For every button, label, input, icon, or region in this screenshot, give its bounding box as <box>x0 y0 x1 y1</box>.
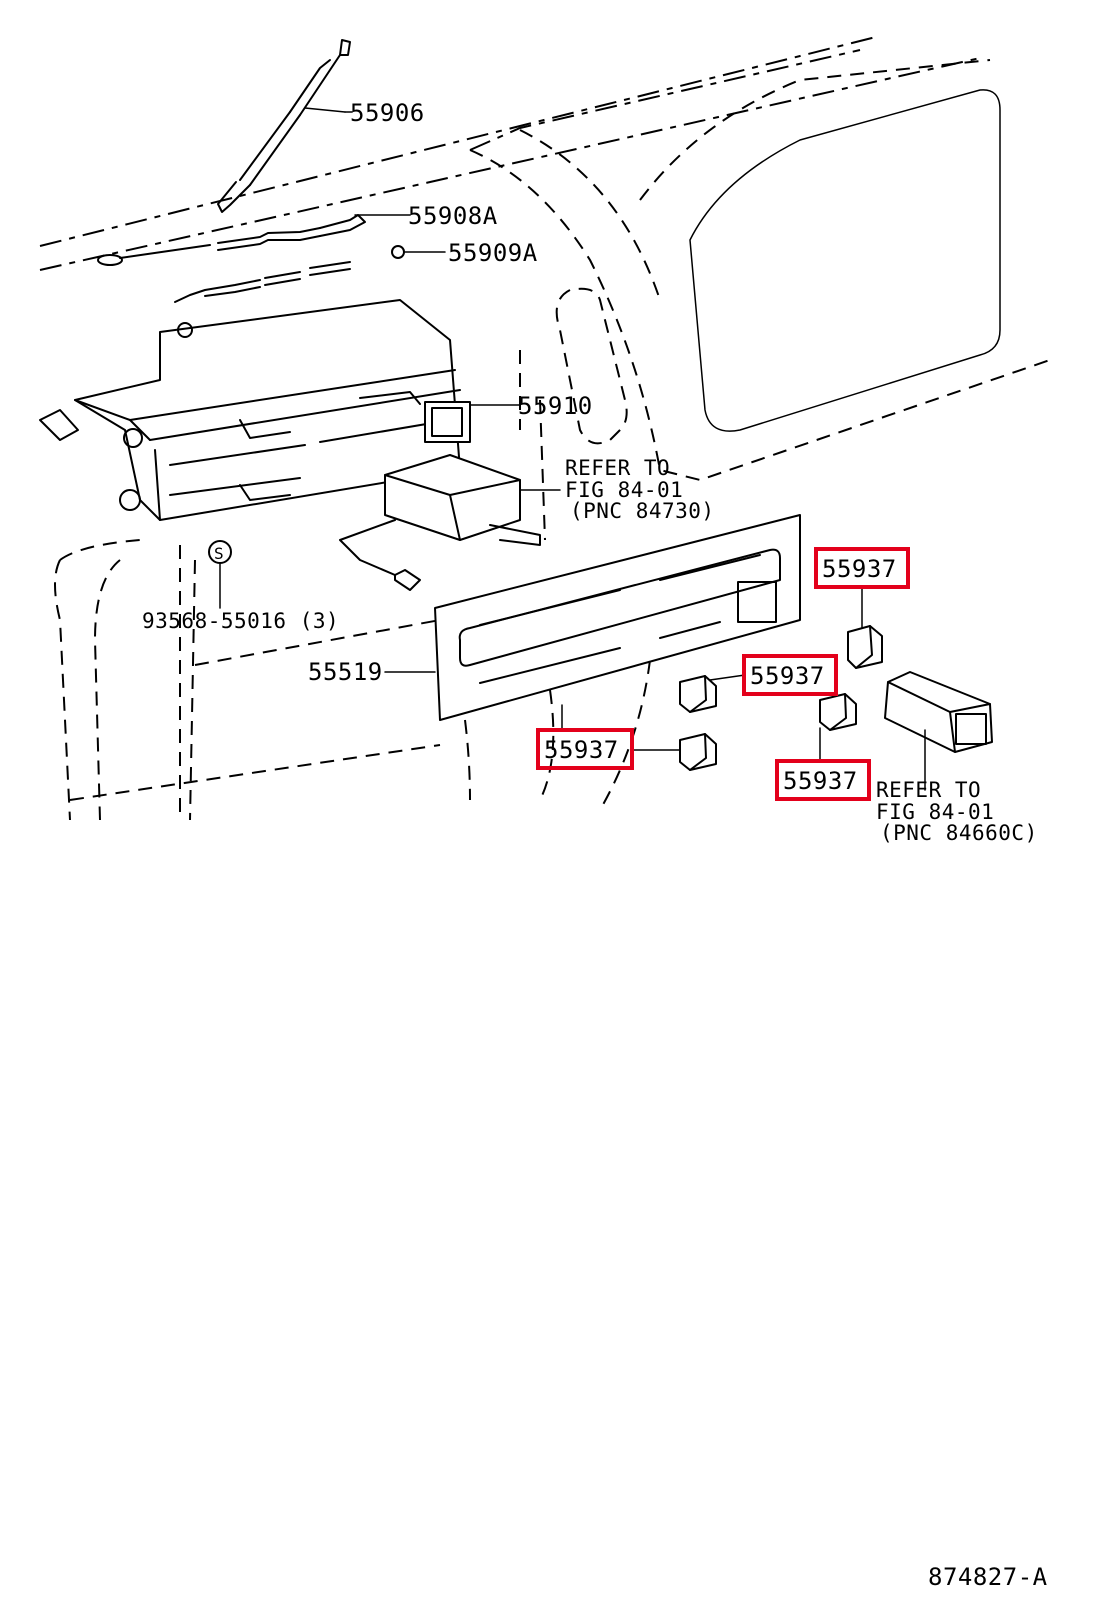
heater-control-assembly <box>39 299 521 521</box>
switch-84660c <box>884 671 993 791</box>
callout-55906: 55906 <box>350 99 425 127</box>
fastener-93568: S <box>208 540 232 609</box>
callout-55937-lower-right: 55937 <box>783 767 858 795</box>
control-cable-55908a <box>97 214 411 266</box>
refer-note-2-line1: REFER TO <box>876 778 981 802</box>
refer-note-1-line1: REFER TO <box>565 456 670 480</box>
control-cable-55906 <box>217 39 351 213</box>
knob-55937-lower-right <box>819 693 857 731</box>
knob-55937-top <box>847 625 883 669</box>
callout-55937-top: 55937 <box>822 555 897 583</box>
callout-55908a: 55908A <box>408 202 498 230</box>
refer-note-1-line2: FIG 84-01 <box>565 478 683 502</box>
callout-55910: 55910 <box>518 392 593 420</box>
control-panel-55519 <box>384 514 801 721</box>
highlight-55937-lower-right[interactable]: 55937 <box>775 759 871 801</box>
highlight-55937-lower-left[interactable]: 55937 <box>536 728 634 770</box>
module-84730 <box>339 454 561 591</box>
refer-note-2-line3: (PNC 84660C) <box>880 821 1038 845</box>
callout-55937-middle: 55937 <box>750 662 825 690</box>
refer-note-2-line2: FIG 84-01 <box>876 800 994 824</box>
refer-note-1-line3: (PNC 84730) <box>570 499 715 523</box>
knob-55937-middle <box>679 675 717 713</box>
callout-55937-lower-left: 55937 <box>544 736 619 764</box>
control-cable-55909a <box>174 245 446 303</box>
knob-55937-lower-left <box>679 733 717 771</box>
diagram-id: 874827-A <box>928 1563 1048 1591</box>
fastener-symbol: S <box>214 544 224 563</box>
callout-55519: 55519 <box>308 658 383 686</box>
highlight-55937-top[interactable]: 55937 <box>814 547 910 589</box>
leader-lines <box>344 111 863 761</box>
callout-93568: 93568-55016 (3) <box>142 609 339 633</box>
highlight-55937-middle[interactable]: 55937 <box>742 654 838 696</box>
callout-55909a: 55909A <box>448 239 538 267</box>
